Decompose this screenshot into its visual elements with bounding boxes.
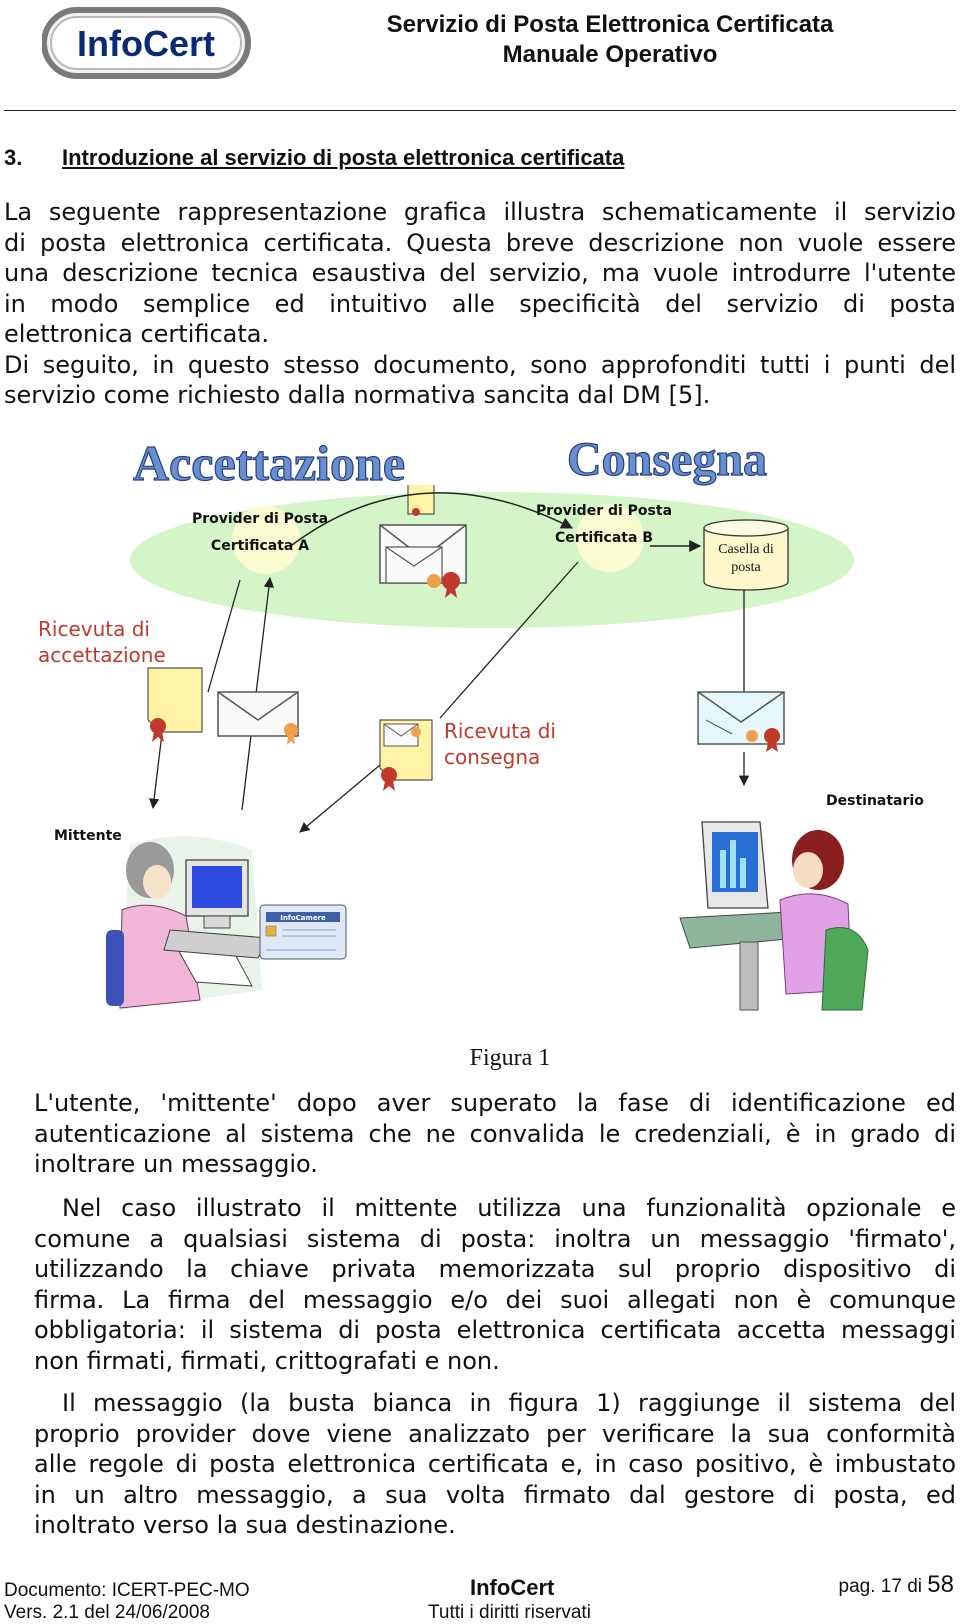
page-total: 58: [927, 1571, 954, 1598]
text-line: inoltrare un messaggio.: [34, 1150, 318, 1178]
sender-label: Mittente: [54, 828, 122, 844]
mailbox-label: Casella di: [718, 542, 774, 557]
delivery-receipt-icon: [379, 719, 433, 791]
provider-b-label: Provider di Posta: [536, 503, 672, 519]
sender-person-icon: [106, 836, 269, 1010]
provider-a-node: [232, 506, 300, 574]
text-line: di posta elettronica certificata. Questa…: [4, 228, 956, 257]
acceptance-receipt-label: accettazione: [38, 643, 166, 667]
section-heading: 3. Introduzione al servizio di posta elet…: [4, 144, 904, 172]
text-line: utilizzando la chiave privata memorizzat…: [34, 1255, 956, 1283]
seal-icon: [412, 508, 420, 516]
footer-brand: InfoCert: [470, 1575, 555, 1600]
figure-caption: Figura 1: [469, 1045, 551, 1071]
svg-text:InfoCert: InfoCert: [77, 23, 215, 64]
text-line: Il messaggio (la busta bianca in figura …: [62, 1389, 956, 1417]
acceptance-receipt-label: Ricevuta di: [38, 617, 150, 641]
pec-flow-diagram: Accettazione Consegna Provider di Posta …: [0, 430, 960, 1050]
infocert-logo: InfoCert: [41, 6, 252, 80]
smartcard-icon: InfoCamere: [259, 904, 347, 960]
arrow-provider-a-down: [207, 579, 241, 693]
provider-b-label: Certificata B: [555, 530, 653, 546]
recipient-envelope-icon: [697, 691, 785, 752]
text-line: comune a qualsiasi sistema di posta: ino…: [34, 1224, 956, 1253]
delivery-receipt-label: consegna: [444, 745, 540, 769]
section-title: Introduzione al servizio di posta elettr…: [62, 145, 625, 170]
paragraph-sender: L'utente, 'mittente' dopo aver superato …: [34, 1088, 956, 1180]
text-line: in modo semplice ed intuitivo alle speci…: [4, 289, 956, 318]
section-number: 3.: [4, 145, 23, 170]
message-envelope-icon: [217, 691, 299, 745]
header-divider: [4, 110, 956, 111]
arrow-provider-a-to-b: [291, 492, 574, 546]
text-line: obbligatoria: il sistema di posta elettr…: [34, 1316, 956, 1344]
provider-b-node: [576, 504, 644, 572]
text-line: La seguente rappresentazione grafica ill…: [4, 198, 956, 226]
paragraph-signature: Nel caso illustrato il mittente utilizza…: [34, 1193, 956, 1376]
text-line: in un altro messaggio, a sua volta firma…: [34, 1480, 956, 1509]
footer-version: Vers. 2.1 del 24/06/2008: [4, 1602, 210, 1623]
heading-accettazione: Accettazione: [133, 435, 405, 491]
page-prefix: pag. 17 di: [838, 1576, 923, 1597]
recipient-person-icon: [670, 815, 869, 1011]
recipient-label: Destinatario: [826, 793, 924, 809]
text-line: Nel caso illustrato il mittente utilizza…: [62, 1194, 956, 1222]
document-title: Servizio di Posta Elettronica Certificat…: [386, 11, 834, 38]
paragraph-provider: Il messaggio (la busta bianca in figura …: [34, 1388, 956, 1541]
provider-a-label: Provider di Posta: [192, 511, 328, 527]
signed-envelope-icon: [379, 524, 467, 598]
footer-page-number: pag. 17 di 58: [838, 1571, 954, 1598]
footer-document-id: Documento: ICERT-PEC-MO: [4, 1580, 250, 1601]
text-line: servizio come richiesto dalla normativa …: [4, 381, 711, 409]
text-line: autenticazione al sistema che ne convali…: [34, 1119, 956, 1148]
delivery-receipt-label: Ricevuta di: [444, 719, 556, 743]
text-line: non firmati, firmati, crittografati e no…: [34, 1346, 500, 1375]
mailbox-icon: [703, 519, 789, 591]
text-line: alle regole di posta elettronica certifi…: [34, 1450, 956, 1478]
text-line: firma. La firma del messaggio e/o dei su…: [34, 1285, 956, 1314]
text-line: inoltrato verso la sua destinazione.: [34, 1511, 456, 1539]
pec-network-cloud: [130, 492, 854, 628]
smartcard-brand: InfoCamere: [280, 914, 326, 922]
text-line: proprio provider dove viene analizzato p…: [34, 1419, 956, 1448]
heading-consegna: Consegna: [567, 433, 767, 486]
top-receipt-icon: [407, 485, 435, 515]
text-line: L'utente, 'mittente' dopo aver superato …: [34, 1089, 956, 1117]
arrow-provider-b-down: [439, 561, 579, 719]
intro-paragraph: La seguente rappresentazione grafica ill…: [4, 197, 956, 411]
document-subtitle: Manuale Operativo: [502, 41, 718, 68]
acceptance-receipt-icon: [147, 667, 203, 742]
text-line: Di seguito, in questo stesso documento, …: [4, 350, 956, 379]
text-line: elettronica certificata.: [4, 320, 270, 348]
mailbox-label: posta: [731, 560, 761, 575]
footer-rights: Tutti i diritti riservati: [428, 1602, 591, 1623]
text-line: una descrizione tecnica esaustiva del se…: [4, 259, 956, 287]
arrow-delivery-to-sender: [299, 764, 381, 833]
provider-a-label: Certificata A: [211, 538, 309, 554]
